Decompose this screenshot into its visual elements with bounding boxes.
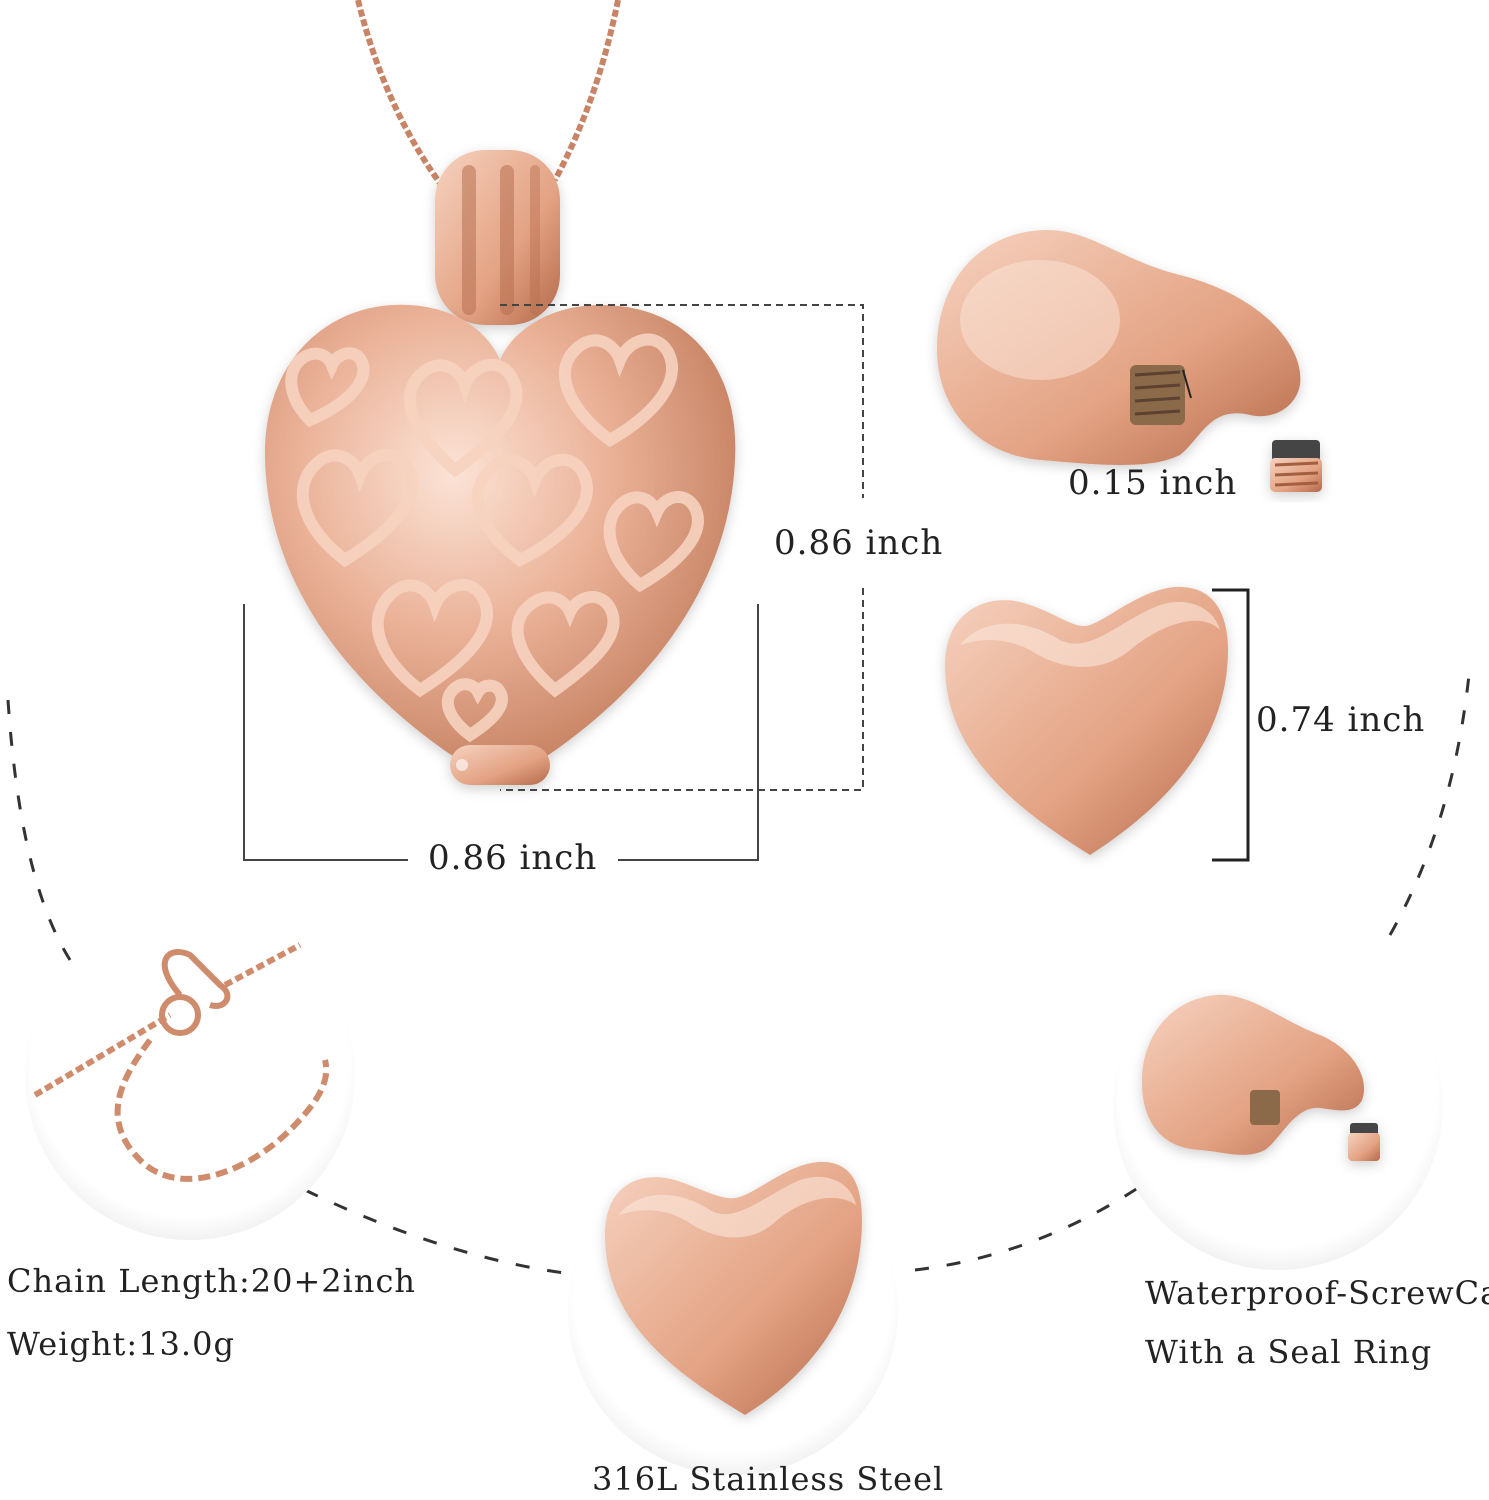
material-text: 316L Stainless Steel (592, 1460, 945, 1498)
pendant-width-label: 0.86 inch (428, 838, 598, 878)
chain-length-text: Chain Length:20+2inch (7, 1262, 416, 1300)
urn-height-label: 0.74 inch (1256, 700, 1426, 740)
dimension-bracket-urn (1212, 588, 1250, 862)
heart-locket-pendant (264, 304, 736, 785)
screw-cap (1270, 440, 1322, 492)
pendant-height-label: 0.86 inch (774, 523, 944, 563)
necklace-chain (355, 0, 621, 192)
heart-urn-open (936, 229, 1301, 465)
dimension-guides-main (243, 304, 864, 861)
chain-detail-circle (25, 910, 355, 1240)
screwcap-text-line1: Waterproof-ScrewCap (1145, 1274, 1489, 1312)
weight-text: Weight:13.0g (7, 1325, 235, 1363)
dashed-arc (6, 664, 1472, 1277)
heart-urn-closed (945, 586, 1228, 855)
material-detail-circle (568, 1145, 898, 1475)
pendant-bail (435, 150, 560, 325)
screwcap-text-line2: With a Seal Ring (1145, 1333, 1433, 1371)
screwcap-detail-circle (1113, 940, 1443, 1270)
screw-hole-label: 0.15 inch (1068, 463, 1238, 503)
